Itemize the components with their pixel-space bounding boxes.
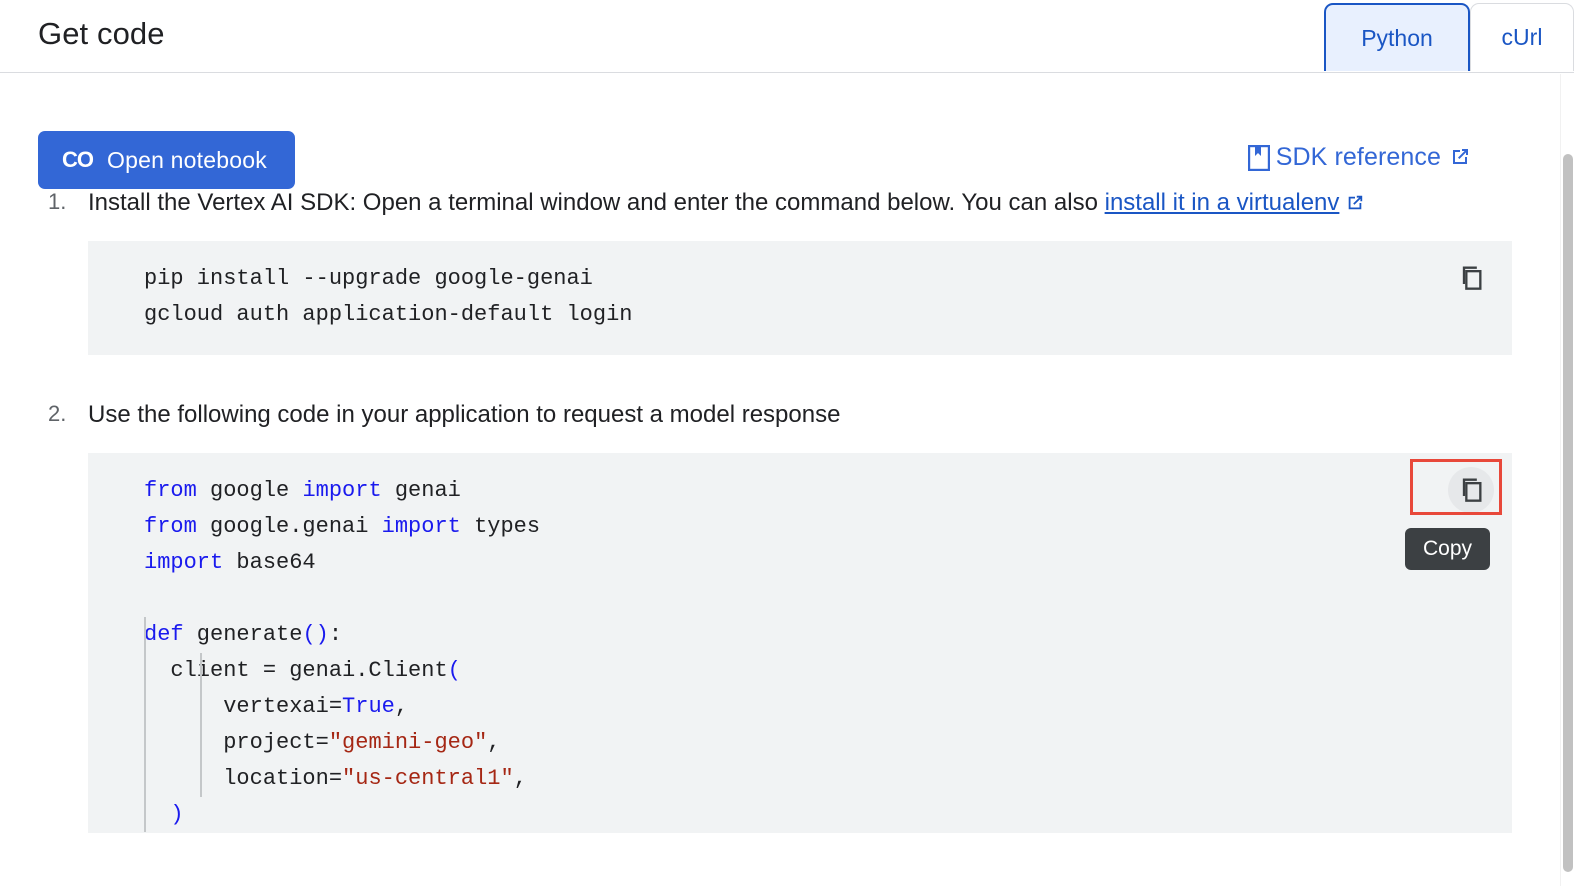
instruction-steps: 1. Install the Vertex AI SDK: Open a ter… [0,183,1574,833]
action-row: CO Open notebook SDK reference [0,73,1574,189]
tab-python[interactable]: Python [1324,3,1470,71]
tab-curl[interactable]: cUrl [1470,3,1574,71]
external-link-icon [1346,185,1364,225]
book-icon [1247,144,1270,171]
sdk-reference-link[interactable]: SDK reference [1247,143,1470,174]
copy-icon [1457,475,1485,506]
copy-button-sample[interactable] [1448,467,1494,513]
colab-icon: CO [62,147,94,172]
step-1-text: Install the Vertex AI SDK: Open a termin… [88,183,1438,223]
virtualenv-link-label: install it in a virtualenv [1104,189,1340,216]
step-2-text: Use the following code in your applicati… [88,401,841,428]
code-block-sample: from google import genai from google.gen… [88,453,1512,833]
copy-icon [1457,263,1485,294]
tab-curl-label: cUrl [1501,24,1543,50]
step-2-number: 2. [48,401,67,426]
language-tab-group: Python cUrl [1324,3,1574,71]
code-block-install-text: pip install --upgrade google-genai gclou… [144,266,633,327]
step-1: 1. Install the Vertex AI SDK: Open a ter… [0,183,1574,355]
code-block-sample-text: from google import genai from google.gen… [144,478,541,827]
step-2: 2. Use the following code in your applic… [0,395,1574,833]
open-notebook-label: Open notebook [107,146,267,173]
panel-header: Get code Python cUrl [0,0,1574,73]
virtualenv-link[interactable]: install it in a virtualenv [1105,189,1340,216]
vertical-scrollbar-track[interactable] [1560,74,1574,886]
copy-button-install[interactable] [1448,255,1494,301]
step-1-number: 1. [48,189,67,214]
step-1-text-body: Install the Vertex AI SDK: Open a termin… [88,189,1105,216]
tab-python-label: Python [1361,24,1433,51]
indent-guide [144,617,146,832]
sdk-reference-label: SDK reference [1275,143,1441,171]
code-block-install: pip install --upgrade google-genai gclou… [88,241,1512,355]
vertical-scrollbar-thumb[interactable] [1563,154,1573,872]
indent-guide [200,653,202,797]
external-link-icon [1450,145,1470,174]
get-code-content: CO Open notebook SDK reference 1. [0,73,1574,886]
copy-tooltip: Copy [1404,528,1490,570]
page-title: Get code [38,16,165,51]
open-notebook-button[interactable]: CO Open notebook [38,131,295,189]
